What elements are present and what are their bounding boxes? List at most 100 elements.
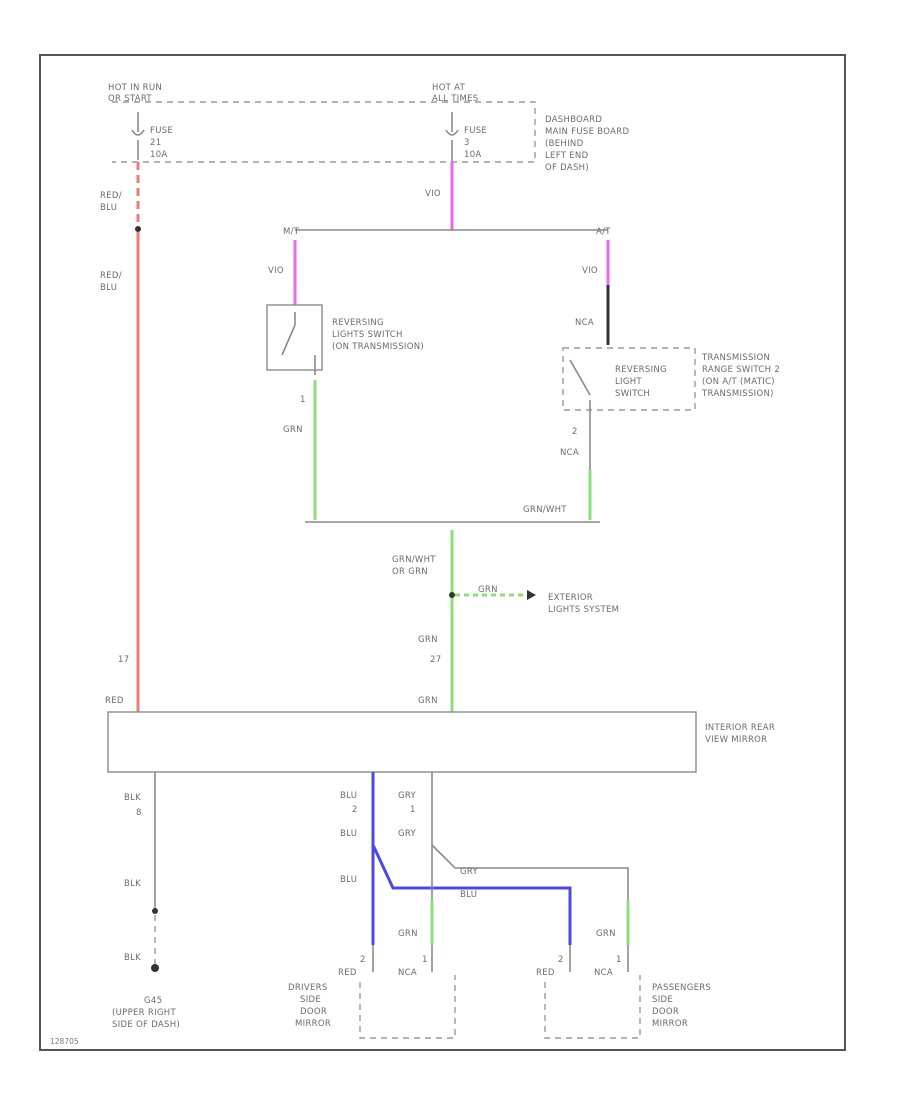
rev-switch-label-1: REVERSING bbox=[332, 318, 384, 328]
driver-mirror-label-4: MIRROR bbox=[295, 1019, 331, 1029]
nca-passenger-label: NCA bbox=[594, 968, 613, 978]
grn-wht-mid-2: OR GRN bbox=[392, 567, 428, 577]
trans-label-1: TRANSMISSION bbox=[701, 353, 770, 363]
pin-d2-label: 2 bbox=[360, 955, 366, 965]
interior-rear-view-mirror bbox=[107, 711, 697, 773]
vio-left-label: VIO bbox=[268, 266, 284, 276]
red-passenger-label: RED bbox=[536, 968, 555, 978]
ground-icon bbox=[151, 964, 159, 972]
hot-at-label-2: ALL TIMES bbox=[432, 94, 479, 104]
passenger-mirror-outline bbox=[544, 975, 641, 1039]
wire-blu-passenger bbox=[371, 844, 572, 945]
splice-left bbox=[135, 226, 141, 232]
red-blu-top-1: RED/ bbox=[100, 191, 122, 201]
fuse-box-label-5: OF DASH) bbox=[545, 163, 589, 173]
blu-label-4: BLU bbox=[460, 890, 477, 900]
wire-gry-passenger bbox=[431, 844, 629, 900]
grn-wht-mid-1: GRN/WHT bbox=[392, 555, 436, 565]
red-driver-label: RED bbox=[338, 968, 357, 978]
rev-light-label-2: LIGHT bbox=[615, 377, 642, 387]
driver-mirror-outline bbox=[359, 975, 456, 1039]
splice-blk bbox=[152, 908, 158, 914]
diagram-frame bbox=[39, 54, 846, 1051]
fuse-left-symbol bbox=[131, 129, 145, 136]
pin-17-label: 17 bbox=[118, 655, 129, 665]
blk-label-2: BLK bbox=[124, 879, 141, 889]
passenger-mirror-label-3: DOOR bbox=[652, 1007, 679, 1017]
nca-right-label: NCA bbox=[560, 448, 579, 458]
trans-label-3: (ON A/T (MATIC) bbox=[702, 377, 775, 387]
pin-2-label: 2 bbox=[352, 805, 358, 815]
blk-label-3: BLK bbox=[124, 953, 141, 963]
fuse-box-label-1: DASHBOARD bbox=[545, 115, 602, 125]
rev-switch-label-3: (ON TRANSMISSION) bbox=[332, 342, 424, 352]
grn-left-label: GRN bbox=[283, 425, 303, 435]
passenger-mirror-label-1: PASSENGERS bbox=[652, 983, 711, 993]
pin-2-right: 2 bbox=[572, 427, 578, 437]
driver-mirror-label-2: SIDE bbox=[300, 995, 321, 1005]
rev-light-label-3: SWITCH bbox=[615, 389, 650, 399]
fuse-left-label: FUSE bbox=[150, 126, 173, 136]
arrow-icon bbox=[527, 590, 536, 600]
blu-label-3: BLU bbox=[340, 875, 357, 885]
pin-8-label: 8 bbox=[136, 808, 142, 818]
passenger-mirror-label-2: SIDE bbox=[652, 995, 673, 1005]
ground-label-2: (UPPER RIGHT bbox=[112, 1008, 176, 1018]
hot-at-label-1: HOT AT bbox=[432, 83, 466, 93]
ext-lights-label-2: LIGHTS SYSTEM bbox=[548, 605, 619, 615]
blu-label-2: BLU bbox=[340, 829, 357, 839]
red-blu-mid-2: BLU bbox=[100, 283, 117, 293]
gry-label-3: GRY bbox=[460, 867, 479, 877]
fuse-box-outline bbox=[112, 101, 536, 163]
rev-switch-blade bbox=[281, 324, 296, 356]
grn-passenger-label: GRN bbox=[596, 929, 616, 939]
red-left-label: RED bbox=[105, 696, 124, 706]
trans-label-4: TRANSMISSION) bbox=[701, 389, 774, 399]
gry-label-1: GRY bbox=[398, 791, 417, 801]
grn-branch-label: GRN bbox=[478, 585, 498, 595]
at-label: A/T bbox=[596, 227, 611, 237]
fuse-right-symbol bbox=[445, 129, 459, 136]
splice-ext bbox=[449, 592, 455, 598]
pin-p2-label: 2 bbox=[558, 955, 564, 965]
nca-driver-label: NCA bbox=[398, 968, 417, 978]
fuse-right-number: 3 bbox=[464, 138, 470, 148]
pin-d1-label: 1 bbox=[422, 955, 428, 965]
mirror-label-1: INTERIOR REAR bbox=[705, 723, 775, 733]
range-switch-outline bbox=[562, 347, 696, 411]
ground-label-1: G45 bbox=[144, 996, 162, 1006]
fuse-left-rating: 10A bbox=[150, 150, 168, 160]
hot-run-label-1: HOT IN RUN bbox=[108, 83, 162, 93]
trans-label-2: RANGE SWITCH 2 bbox=[702, 365, 780, 375]
red-blu-mid-1: RED/ bbox=[100, 271, 122, 281]
grn-27-label: GRN bbox=[418, 635, 438, 645]
ground-label-3: SIDE OF DASH) bbox=[112, 1020, 180, 1030]
range-switch-blade bbox=[569, 359, 591, 396]
grn-wht-right-label: GRN/WHT bbox=[523, 505, 567, 515]
mt-label: M/T bbox=[283, 227, 300, 237]
fuse-right-rating: 10A bbox=[464, 150, 482, 160]
blu-label-1: BLU bbox=[340, 791, 357, 801]
pin-1-label: 1 bbox=[410, 805, 416, 815]
ext-lights-label-1: EXTERIOR bbox=[548, 593, 593, 603]
grn-mirror-label: GRN bbox=[418, 696, 438, 706]
passenger-mirror-label-4: MIRROR bbox=[652, 1019, 688, 1029]
driver-mirror-label-1: DRIVERS bbox=[288, 983, 328, 993]
fuse-left-number: 21 bbox=[150, 138, 161, 148]
rev-light-label-1: REVERSING bbox=[615, 365, 667, 375]
gry-label-2: GRY bbox=[398, 829, 417, 839]
mirror-label-2: VIEW MIRROR bbox=[705, 735, 767, 745]
footer-code: 128705 bbox=[50, 1037, 79, 1046]
pin-27-label: 27 bbox=[430, 655, 441, 665]
vio-right-label: VIO bbox=[582, 266, 598, 276]
hot-run-label-2: OR START bbox=[108, 94, 152, 104]
fuse-right-label: FUSE bbox=[464, 126, 487, 136]
red-blu-top-2: BLU bbox=[100, 203, 117, 213]
nca-top-label: NCA bbox=[575, 318, 594, 328]
rev-switch-label-2: LIGHTS SWITCH bbox=[332, 330, 403, 340]
pin-p1-label: 1 bbox=[616, 955, 622, 965]
fuse-box-label-2: MAIN FUSE BOARD bbox=[545, 127, 629, 137]
driver-mirror-label-3: DOOR bbox=[300, 1007, 327, 1017]
